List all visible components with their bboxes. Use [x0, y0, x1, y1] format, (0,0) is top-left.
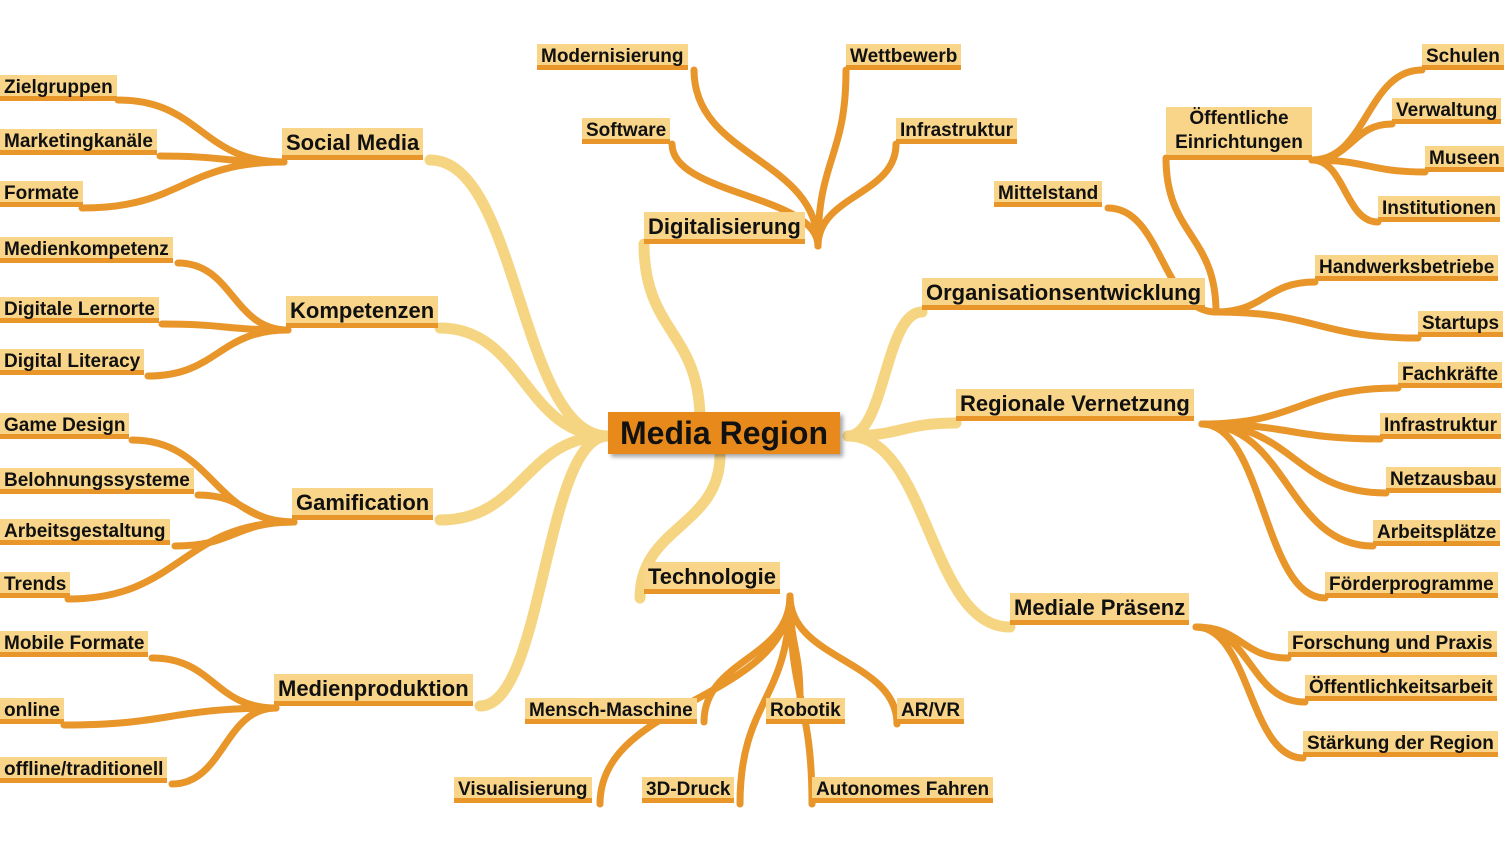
- leaf-marketingkanaele[interactable]: Marketingkanäle: [0, 129, 157, 155]
- leaf-oeffentlichkeitsarbeit[interactable]: Öffentlichkeitsarbeit: [1305, 675, 1497, 701]
- link-medienkompetenz: [174, 259, 292, 334]
- leaf-wettbewerb[interactable]: Wettbewerb: [846, 44, 962, 70]
- link-center-social-media: [424, 154, 614, 442]
- link-infrastruktur-digital: [814, 140, 900, 250]
- leaf-ar-vr[interactable]: AR/VR: [897, 698, 965, 724]
- leaf-game-design[interactable]: Game Design: [0, 413, 130, 439]
- leaf-mensch-maschine[interactable]: Mensch-Maschine: [525, 698, 697, 724]
- leaf-digital-literacy[interactable]: Digital Literacy: [0, 349, 145, 375]
- leaf-forschung-und-praxis[interactable]: Forschung und Praxis: [1288, 631, 1497, 657]
- leaf-infrastruktur-digital[interactable]: Infrastruktur: [896, 118, 1017, 144]
- link-museen: [1308, 156, 1429, 176]
- leaf-fachkraefte[interactable]: Fachkräfte: [1398, 362, 1503, 388]
- branch-digitalisierung[interactable]: Digitalisierung: [644, 212, 805, 244]
- leaf-arbeitsgestaltung[interactable]: Arbeitsgestaltung: [0, 519, 170, 545]
- branch-kompetenzen[interactable]: Kompetenzen: [286, 296, 439, 328]
- leaf-foerderprogramme[interactable]: Förderprogramme: [1325, 572, 1498, 598]
- link-offline-traditionell: [168, 704, 280, 788]
- central-topic[interactable]: Media Region: [608, 412, 841, 454]
- leaf-museen[interactable]: Museen: [1425, 146, 1504, 172]
- link-verwaltung: [1308, 120, 1396, 164]
- link-center-mediale-praesenz: [842, 430, 1016, 633]
- link-ar-vr: [786, 592, 901, 728]
- link-foerderprogramme: [1198, 420, 1329, 602]
- leaf-zielgruppen[interactable]: Zielgruppen: [0, 75, 117, 101]
- link-fachkraefte: [1198, 384, 1402, 428]
- leaf-medienkompetenz[interactable]: Medienkompetenz: [0, 237, 173, 263]
- leaf-institutionen[interactable]: Institutionen: [1378, 196, 1500, 222]
- link-software: [668, 140, 822, 250]
- leaf-verwaltung[interactable]: Verwaltung: [1392, 98, 1502, 124]
- leaf-modernisierung[interactable]: Modernisierung: [537, 44, 688, 70]
- leaf-belohnungssysteme[interactable]: Belohnungssysteme: [0, 468, 194, 494]
- leaf-3d-druck[interactable]: 3D-Druck: [642, 777, 735, 803]
- leaf-infrastruktur-regional[interactable]: Infrastruktur: [1380, 413, 1501, 439]
- link-center-digitalisierung: [638, 238, 706, 426]
- leaf-digitale-lernorte[interactable]: Digitale Lernorte: [0, 297, 159, 323]
- link-center-kompetenzen: [434, 322, 614, 442]
- node-oeffentliche-einrichtungen[interactable]: Öffentliche Einrichtungen: [1166, 107, 1312, 160]
- link-wettbewerb: [814, 66, 850, 250]
- branch-regionale-vernetzung[interactable]: Regionale Vernetzung: [956, 389, 1194, 421]
- leaf-schulen[interactable]: Schulen: [1422, 44, 1504, 70]
- branch-medienproduktion[interactable]: Medienproduktion: [274, 674, 473, 706]
- leaf-mittelstand[interactable]: Mittelstand: [994, 181, 1103, 207]
- branch-organisationsentwicklung[interactable]: Organisationsentwicklung: [922, 278, 1206, 310]
- branch-mediale-praesenz[interactable]: Mediale Präsenz: [1010, 593, 1190, 625]
- link-digital-literacy: [144, 326, 292, 380]
- link-formate: [78, 158, 288, 212]
- leaf-robotik[interactable]: Robotik: [766, 698, 845, 724]
- leaf-autonomes-fahren[interactable]: Autonomes Fahren: [812, 777, 994, 803]
- link-startups: [1212, 308, 1422, 342]
- link-mobile-formate: [148, 654, 280, 712]
- leaf-offline-traditionell[interactable]: offline/traditionell: [0, 757, 168, 783]
- link-handwerksbetriebe: [1212, 278, 1319, 316]
- link-modernisierung: [690, 66, 822, 250]
- link-center-organisationsentwicklung: [842, 306, 928, 442]
- link-belohnungssysteme: [194, 491, 298, 526]
- leaf-staerkung-der-region[interactable]: Stärkung der Region: [1303, 731, 1498, 757]
- leaf-mobile-formate[interactable]: Mobile Formate: [0, 631, 149, 657]
- leaf-handwerksbetriebe[interactable]: Handwerksbetriebe: [1315, 255, 1499, 281]
- leaf-arbeitsplaetze[interactable]: Arbeitsplätze: [1373, 520, 1501, 546]
- leaf-visualisierung[interactable]: Visualisierung: [454, 777, 592, 803]
- leaf-software[interactable]: Software: [582, 118, 671, 144]
- branch-gamification[interactable]: Gamification: [292, 488, 434, 520]
- link-center-gamification: [434, 430, 614, 526]
- leaf-startups[interactable]: Startups: [1418, 311, 1504, 337]
- link-center-medienproduktion: [474, 430, 614, 712]
- link-online: [60, 704, 280, 729]
- leaf-formate[interactable]: Formate: [0, 181, 83, 207]
- link-arbeitsplaetze: [1198, 420, 1377, 550]
- leaf-online[interactable]: online: [0, 698, 64, 724]
- leaf-trends[interactable]: Trends: [0, 572, 71, 598]
- link-center-technologie: [634, 449, 726, 604]
- link-trends: [64, 518, 298, 603]
- branch-social-media[interactable]: Social Media: [282, 128, 424, 160]
- link-oeffentliche-einrichtungen: [1162, 154, 1220, 316]
- link-institutionen: [1308, 156, 1382, 226]
- branch-technologie[interactable]: Technologie: [644, 562, 780, 594]
- leaf-netzausbau[interactable]: Netzausbau: [1386, 467, 1501, 493]
- link-staerkung-der-region: [1192, 623, 1307, 762]
